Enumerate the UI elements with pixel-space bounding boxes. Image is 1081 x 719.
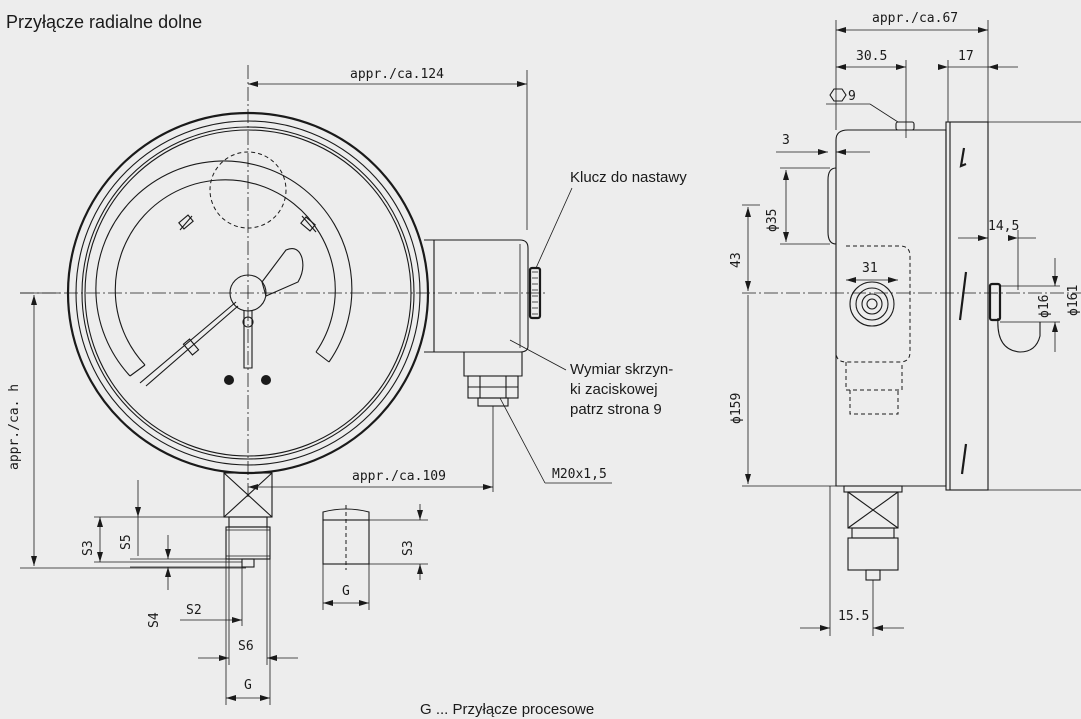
glass-mark-middle xyxy=(958,271,968,321)
side-rear-window xyxy=(827,167,837,245)
side-gland-outer xyxy=(849,281,895,327)
dim-3: 3 xyxy=(782,133,790,148)
connection-collar xyxy=(228,516,268,528)
dim-hex-9: 9 xyxy=(848,89,856,104)
side-bezel xyxy=(945,121,989,491)
dial-dot-left xyxy=(224,375,234,385)
dim-S5: S5 xyxy=(119,534,134,550)
label-terminal-box-3: patrz strona 9 xyxy=(570,401,662,418)
dim-30-5: 30.5 xyxy=(856,49,887,64)
process-fitting-detail: G S3 xyxy=(322,504,428,610)
dim-S2: S2 xyxy=(186,603,202,618)
contact-clip-right xyxy=(300,215,317,233)
connection-thread xyxy=(225,526,271,560)
dim-phi35: ϕ35 xyxy=(765,209,780,232)
dim-phi161: ϕ161 xyxy=(1066,285,1081,316)
dim-S4: S4 xyxy=(147,612,162,628)
drawing-title: Przyłącze radialne dolne xyxy=(6,12,202,32)
side-dimensions: appr./ca.67 30.5 17 9 3 ϕ35 xyxy=(729,11,1081,636)
dim-phi16: ϕ16 xyxy=(1037,295,1052,318)
dim-109: appr./ca.109 xyxy=(352,469,446,484)
dim-G-middle: G xyxy=(342,584,350,599)
pointer-needle-edge xyxy=(145,305,239,387)
knob-knurling xyxy=(532,271,538,315)
side-connection-tip xyxy=(865,569,881,581)
hex-symbol xyxy=(829,88,847,102)
dim-31: 31 xyxy=(862,261,878,276)
case-inner-ring xyxy=(81,126,415,460)
side-knob xyxy=(988,282,1002,322)
scale-arc-outer xyxy=(95,160,353,377)
dial-edge xyxy=(84,129,412,457)
dashed-window-circle xyxy=(209,151,287,229)
side-connection-thread xyxy=(847,537,899,571)
dim-15-5: 15.5 xyxy=(838,609,869,624)
front-labels: Klucz do nastawy Wymiar skrzyn- ki zacis… xyxy=(420,169,687,718)
label-adjust-key: Klucz do nastawy xyxy=(570,169,687,186)
dim-G-left: G xyxy=(244,678,252,693)
label-terminal-box-1: Wymiar skrzyn- xyxy=(570,361,673,378)
front-dimensions: appr./ca.124 appr./ca.109 appr./ca. h S3… xyxy=(7,67,612,705)
dial-dot-right xyxy=(261,375,271,385)
dim-43: 43 xyxy=(729,252,744,268)
dim-S3-middle: S3 xyxy=(401,540,416,556)
label-terminal-box-2: ki zaciskowej xyxy=(570,381,658,398)
terminal-box xyxy=(424,239,529,353)
scale-arc-ends xyxy=(129,351,330,377)
glass-mark-bottom xyxy=(960,443,968,475)
dim-14-5: 14,5 xyxy=(988,219,1019,234)
contact-pointer-tab xyxy=(182,338,200,356)
glass-mark-top xyxy=(959,147,967,168)
side-vent-plug xyxy=(895,121,915,131)
pointer-hub xyxy=(229,274,267,312)
dim-17: 17 xyxy=(958,49,974,64)
dim-phi159: ϕ159 xyxy=(729,393,744,424)
side-knob-wire xyxy=(997,317,1041,353)
hex-cross-2 xyxy=(223,472,273,518)
dim-67: appr./ca.67 xyxy=(872,11,958,26)
footer-note: G ... Przyłącze procesowe xyxy=(420,701,594,718)
side-view xyxy=(742,121,1081,581)
contact-arm xyxy=(243,310,253,369)
connection-tip xyxy=(241,558,255,568)
scale-arc-inner xyxy=(114,179,336,366)
dim-124: appr./ca.124 xyxy=(350,67,444,82)
contact-clip-left xyxy=(178,214,194,231)
key-leader xyxy=(535,187,573,269)
cable-gland-body xyxy=(463,352,523,377)
dim-S3-left: S3 xyxy=(81,540,96,556)
case-bezel xyxy=(75,120,421,466)
dim-h: appr./ca. h xyxy=(7,384,22,470)
pointer-tail xyxy=(261,248,304,297)
dim-M20: M20x1,5 xyxy=(552,467,607,482)
adjustment-knob xyxy=(528,266,542,320)
box-leader xyxy=(509,339,567,371)
front-view xyxy=(20,65,545,568)
dim-S6: S6 xyxy=(238,639,254,654)
side-case-body xyxy=(835,129,947,487)
contact-arm-pivot xyxy=(242,316,254,328)
pointer-needle xyxy=(139,301,237,384)
